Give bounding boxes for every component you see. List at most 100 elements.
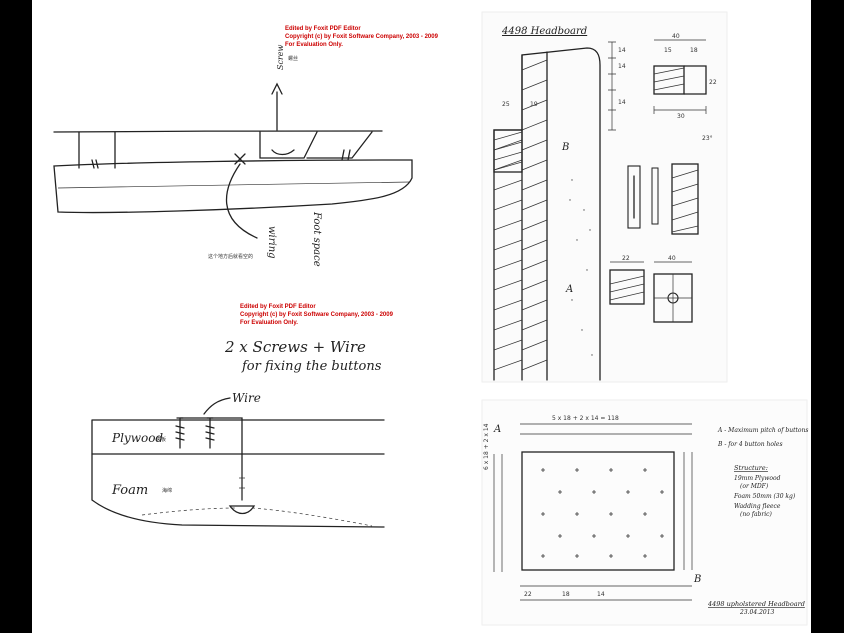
plan-dim-rows <box>520 423 692 435</box>
dim-14-c: 14 <box>618 99 626 106</box>
plywood-label: Plywood <box>111 431 163 445</box>
foam-dashed-line <box>141 507 373 527</box>
dim-40: 40 <box>672 33 680 40</box>
wiring-note: wiring <box>266 226 277 259</box>
watermark2-line1: Edited by Foxit PDF Editor <box>240 304 316 310</box>
foot-space-note: Foot space <box>311 211 322 267</box>
bevel-line <box>306 131 373 159</box>
x-mark-icon <box>234 153 246 165</box>
detail-hatch-1 <box>653 67 685 91</box>
plan-label-b: B <box>693 574 701 585</box>
drawing-top-right: 4498 Headboard 25 19 B A 14 14 14 22 30 <box>481 11 728 383</box>
board-top-line <box>53 130 383 133</box>
watermark2-line3: For Evaluation Only. <box>240 320 298 326</box>
wire-pointer <box>203 397 231 415</box>
plan-left-dim: 6 x 18 + 2 x 14 <box>483 423 490 470</box>
dim-30: 30 <box>677 113 685 120</box>
structure-3: Foam 50mm (30 kg) <box>733 493 796 500</box>
watermark2-line2: Copyright (c) by Foxit Software Company,… <box>240 312 394 318</box>
detail-square-1 <box>609 269 645 305</box>
drawing-bottom-right: A B 5 x 18 + 2 x 14 = 118 6 x 18 + 2 x 1… <box>481 399 808 626</box>
vertical-dim-line <box>608 41 616 131</box>
wire-knots <box>239 470 245 500</box>
plan-label-a: A <box>493 424 501 435</box>
dim-23deg: 23° <box>702 135 713 142</box>
dim-30-line <box>653 106 707 114</box>
structure-title: Structure: <box>734 464 768 472</box>
label-a: A <box>565 284 573 295</box>
section-inner-lines <box>521 51 548 381</box>
screw-socket <box>259 131 318 159</box>
cleat-hatch <box>493 131 523 171</box>
lead-line <box>225 163 258 239</box>
structure-5: (no fabric) <box>740 511 773 518</box>
dim-15: 15 <box>664 47 672 54</box>
button-icon <box>228 505 256 515</box>
plan-dim-18: 18 <box>562 591 570 598</box>
cushion-outline <box>53 159 413 214</box>
detail-block <box>671 163 699 235</box>
foam-dots <box>569 179 593 356</box>
sketch-top-left: Edited by Foxit PDF Editor Copyright (c)… <box>53 26 439 267</box>
detail-profile-2 <box>683 65 707 95</box>
detail-slot <box>627 165 641 229</box>
foam-cjk: 海绵 <box>162 487 172 494</box>
plywood-board <box>91 419 385 455</box>
screw-arrow-label: Screw <box>276 44 285 70</box>
watermark-line2: Copyright (c) by Foxit Software Company,… <box>285 34 439 40</box>
dim-22-b: 22 <box>622 255 630 262</box>
wire-line <box>179 417 243 501</box>
foam-label: Foam <box>111 483 148 498</box>
dim-18: 18 <box>690 47 698 54</box>
detail-strip <box>651 167 659 225</box>
wire-label: Wire <box>232 391 261 405</box>
dim-25: 25 <box>502 101 510 108</box>
headboard-plan-rect <box>521 451 675 571</box>
fixing-title: for fixing the buttons <box>241 359 382 374</box>
document-page: Edited by Foxit PDF Editor Copyright (c)… <box>32 0 811 633</box>
headboard-title: 4498 Headboard <box>501 26 587 37</box>
plan-right-dim-lines <box>683 452 693 570</box>
legend-a: A - Maximum pitch of buttons <box>717 427 808 434</box>
plan-dim-22: 22 <box>524 591 532 598</box>
plywood-cjk: 夹板 <box>156 436 166 443</box>
dim-14-b: 14 <box>618 63 626 70</box>
legend-b: B - for 4 button holes <box>717 441 783 448</box>
screw-right-icon <box>205 417 215 449</box>
tick-marks <box>341 149 351 161</box>
screws-title: 2 x Screws + Wire <box>224 338 366 356</box>
frame-block <box>78 131 116 169</box>
plan-paper <box>481 399 808 626</box>
detail-square-hatch <box>609 275 645 301</box>
up-arrow-icon <box>271 82 283 131</box>
plan-top-dim: 5 x 18 + 2 x 14 = 118 <box>552 415 619 422</box>
detail-block-hatch <box>671 169 699 233</box>
plan-dim-14: 14 <box>597 591 605 598</box>
detail-profile-1 <box>653 65 685 95</box>
cleat-block <box>493 129 523 173</box>
plan-left-dim-lines <box>493 454 503 572</box>
sketch-bottom-left: Edited by Foxit PDF Editor Copyright (c)… <box>91 304 394 528</box>
plan-footer-date: 23.04.2013 <box>739 609 775 616</box>
structure-4: Wadding fleece <box>734 503 781 510</box>
dim-40-b: 40 <box>668 255 676 262</box>
watermark-line3: For Evaluation Only. <box>285 42 343 48</box>
detail-crosshair <box>654 274 692 322</box>
plan-bottom-dims <box>520 585 692 601</box>
sketch-canvas: Edited by Foxit PDF Editor Copyright (c)… <box>53 11 808 626</box>
dim-14-a: 14 <box>618 47 626 54</box>
dim-19: 19 <box>530 101 538 108</box>
button-markers <box>541 468 664 558</box>
screw-left-icon <box>175 417 185 449</box>
hatching <box>493 59 548 371</box>
bottom-cjk-note: 这个地方后就看空的 <box>208 253 253 260</box>
drawing-paper <box>481 11 728 383</box>
foam-outline <box>91 453 385 528</box>
watermark-line1: Edited by Foxit PDF Editor <box>285 26 361 32</box>
label-b: B <box>561 142 569 153</box>
structure-1: 19mm Plywood <box>734 475 781 482</box>
structure-2: (or MDF) <box>740 483 769 490</box>
screw-cjk-label: 螺丝 <box>288 55 298 62</box>
dim-22: 22 <box>709 79 717 86</box>
cushion-inner-line <box>57 181 411 189</box>
